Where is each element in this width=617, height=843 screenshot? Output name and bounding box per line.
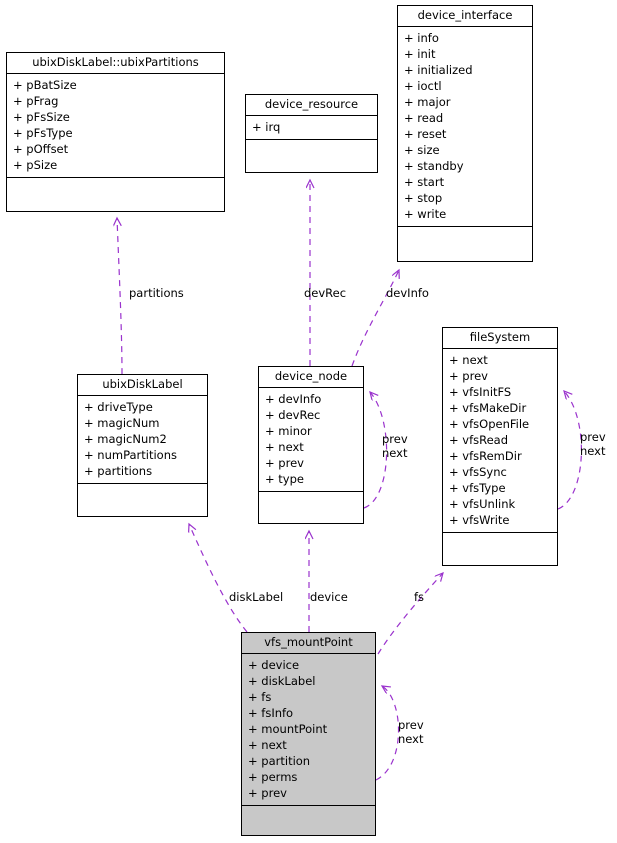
uml-attribute: + standby	[404, 159, 464, 173]
uml-attribute: + partitions	[84, 464, 153, 478]
edge-label-devRec: devRec	[304, 286, 347, 300]
uml-attributes-compartment: + info + init + initialized + ioctl + major +…	[398, 27, 532, 227]
uml-class-title: device_node	[259, 367, 363, 388]
uml-attribute: + start	[404, 175, 445, 189]
uml-attribute: + pFsSize	[13, 110, 70, 124]
uml-attribute: + numPartitions	[84, 448, 177, 462]
uml-attribute: + initialized	[404, 63, 473, 77]
uml-attributes-compartment: + pBatSize + pFrag + pFsSize + pFsType + pOf…	[7, 74, 224, 178]
edge-filesystem-prev-next	[557, 391, 583, 510]
uml-attribute: + vfsInitFS	[449, 385, 512, 399]
uml-attribute: + reset	[404, 127, 447, 141]
uml-attribute: + fsInfo	[248, 706, 294, 720]
uml-class-title: fileSystem	[443, 328, 557, 349]
uml-attribute: + vfsSync	[449, 465, 507, 479]
uml-attribute: + info	[404, 31, 439, 45]
uml-attribute: + size	[404, 143, 440, 157]
uml-class-title: ubixDiskLabel	[78, 375, 207, 396]
uml-attribute: + partition	[248, 754, 311, 768]
uml-attribute: + major	[404, 95, 451, 109]
uml-class-ubixPartitions[interactable]: ubixDiskLabel::ubixPartitions+ pBatSize+…	[6, 52, 225, 212]
uml-attributes-compartment: + irq	[246, 116, 377, 140]
uml-methods-compartment	[398, 227, 532, 247]
uml-attribute: + init	[404, 47, 436, 61]
edge-devInfo	[351, 270, 399, 367]
uml-attribute: + pSize	[13, 158, 58, 172]
edge-label-fs: fs	[414, 590, 425, 604]
uml-attribute: + fs	[248, 690, 272, 704]
uml-attribute: + write	[404, 207, 447, 221]
uml-class-title: device_resource	[246, 95, 377, 116]
uml-attribute: + vfsUnlink	[449, 497, 516, 511]
uml-attribute: + pFsType	[13, 126, 73, 140]
uml-attribute: + vfsOpenFile	[449, 417, 530, 431]
uml-attribute: + pOffset	[13, 142, 69, 156]
uml-class-ubixDiskLabel[interactable]: ubixDiskLabel + driveType + magicNum + magi…	[77, 374, 208, 517]
uml-methods-compartment	[259, 492, 363, 512]
uml-class-title: device_interface	[398, 6, 532, 27]
uml-attribute: + prev	[248, 786, 287, 800]
edge-label-filesystem-prev-next: prev next	[580, 430, 606, 458]
uml-class-title: ubixDiskLabel::ubixPartitions	[7, 53, 224, 74]
edge-fs	[377, 573, 443, 655]
uml-class-device_interface[interactable]: device_interface + info + init + initialize…	[397, 5, 533, 262]
uml-attribute: + prev	[265, 456, 304, 470]
uml-attribute: + mountPoint	[248, 722, 328, 736]
uml-attribute: + ioctl	[404, 79, 442, 93]
uml-attribute: + next	[449, 353, 488, 367]
uml-attribute: + perms	[248, 770, 298, 784]
uml-class-vfs_mountPoint[interactable]: vfs_mountPoint + device + diskLabel + fs + f…	[241, 632, 376, 836]
uml-attribute: + vfsMakeDir	[449, 401, 527, 415]
edge-diskLabel	[189, 524, 248, 633]
uml-methods-compartment	[242, 806, 375, 826]
uml-attribute: + magicNum2	[84, 432, 167, 446]
edge-label-devInfo: devInfo	[386, 286, 429, 300]
edge-label-diskLabel: diskLabel	[229, 590, 284, 604]
uml-attribute: + irq	[252, 120, 281, 134]
uml-attribute: + stop	[404, 191, 443, 205]
uml-attributes-compartment: + devInfo + devRec + minor + next + prev + ty…	[259, 388, 363, 492]
uml-attribute: + type	[265, 472, 304, 486]
uml-attribute: + diskLabel	[248, 674, 316, 688]
uml-attribute: + devRec	[265, 408, 321, 422]
uml-attribute: + prev	[449, 369, 488, 383]
uml-class-title: vfs_mountPoint	[242, 633, 375, 654]
uml-attribute: + vfsWrite	[449, 513, 510, 527]
uml-attribute: + minor	[265, 424, 312, 438]
edge-label-device-node-prev-next: prev next	[382, 432, 408, 460]
uml-attribute: + pFrag	[13, 94, 59, 108]
uml-attributes-compartment: + next + prev + vfsInitFS + vfsMakeDir + vfs…	[443, 349, 557, 533]
uml-attribute: + driveType	[84, 400, 153, 414]
uml-methods-compartment	[246, 140, 377, 160]
edge-partitions	[117, 218, 123, 375]
uml-class-device_resource[interactable]: device_resource + irq	[245, 94, 378, 173]
uml-attribute: + pBatSize	[13, 78, 77, 92]
uml-attribute: + read	[404, 111, 444, 125]
uml-attributes-compartment: + device + diskLabel + fs + fsInfo + mountPo…	[242, 654, 375, 806]
uml-class-device_node[interactable]: device_node + devInfo + devRec + minor + nex…	[258, 366, 364, 524]
uml-methods-compartment	[7, 178, 224, 198]
uml-attribute: + vfsRemDir	[449, 449, 522, 463]
edge-label-device: device	[310, 590, 348, 604]
uml-attribute: + devInfo	[265, 392, 322, 406]
edge-label-mountpoint-prev-next: prev next	[398, 718, 424, 746]
edge-mountpoint-prev-next	[375, 686, 400, 781]
uml-attribute: + device	[248, 658, 300, 672]
edge-label-partitions: partitions	[129, 286, 184, 300]
uml-attribute: + next	[265, 440, 304, 454]
uml-attribute: + next	[248, 738, 287, 752]
uml-class-fileSystem[interactable]: fileSystem + next + prev + vfsInitFS + vfsMa…	[442, 327, 558, 566]
uml-attribute: + vfsType	[449, 481, 506, 495]
uml-methods-compartment	[78, 484, 207, 504]
uml-attributes-compartment: + driveType + magicNum + magicNum2 + numPar…	[78, 396, 207, 484]
uml-attribute: + magicNum	[84, 416, 160, 430]
uml-attribute: + vfsRead	[449, 433, 509, 447]
uml-methods-compartment	[443, 533, 557, 553]
